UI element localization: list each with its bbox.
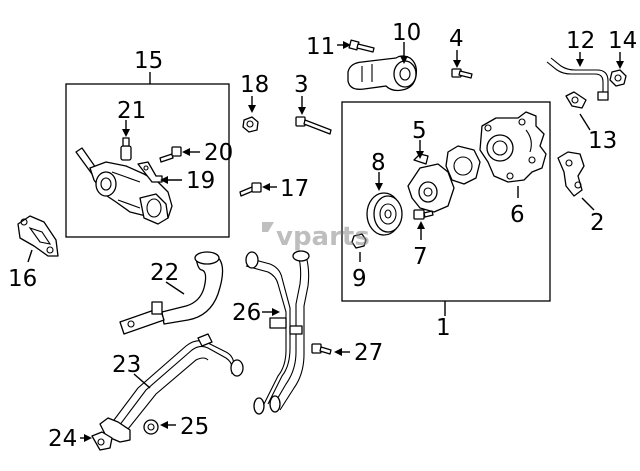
callout-16: 16 [8,266,37,292]
bolt-20-part [159,146,182,163]
leader-23 [133,373,151,389]
pipe-12-part [546,57,609,101]
callout-19: 19 [186,168,215,194]
arrow-14 [616,61,624,69]
callout-4: 4 [449,26,464,52]
thermostat-group-box [65,83,230,238]
callout-13: 13 [588,128,617,154]
leader-13 [579,113,591,131]
arrow-10 [400,56,408,64]
pipe-26-part [245,250,310,415]
arrow-20 [182,148,190,156]
callout-14: 14 [608,28,637,54]
leader-16 [27,249,33,263]
callout-24: 24 [48,426,77,452]
arrow-4 [453,60,461,68]
nut-14-part [609,69,627,87]
arrow-26 [272,308,280,316]
callout-7: 7 [413,244,428,270]
arrow-18 [248,105,256,113]
callout-9: 9 [352,266,367,292]
gasket-13-part [565,91,587,109]
bolt-17-part [239,182,262,197]
bolt-9-part [351,233,367,249]
arrow-27 [334,348,342,356]
callout-5: 5 [412,118,427,144]
callout-26: 26 [232,300,261,326]
callout-1: 1 [436,315,451,341]
thermostat-housing-part [347,55,418,92]
callout-6: 6 [510,202,525,228]
bolt-27-part [311,343,332,355]
arrow-5 [416,151,424,159]
bracket-19-part [137,161,163,183]
callout-25: 25 [180,414,209,440]
callout-15: 15 [134,48,163,74]
callout-8: 8 [371,150,386,176]
callout-23: 23 [112,352,141,378]
arrow-21 [122,129,130,137]
pulley-part [366,192,403,236]
bolt-3-part [295,116,332,135]
watermark-logo: vparts [262,222,370,252]
arrow-24 [84,434,92,442]
pump-gasket-part [445,145,481,185]
arrow-25 [160,421,168,429]
callout-labels: 1 2 3 4 5 6 7 8 9 10 11 12 13 14 15 16 1… [8,20,637,452]
pump-housing-part [479,111,547,183]
hose-22-part [119,251,224,335]
arrow-17 [262,183,270,191]
callout-2: 2 [590,210,605,236]
leader-22 [165,281,185,295]
callout-3: 3 [294,72,309,98]
sensor-21-part [120,137,132,161]
leader-2 [581,197,595,211]
gasket-2-part [557,151,585,197]
nut-18-part [242,116,259,133]
callout-10: 10 [392,20,421,46]
callout-17: 17 [280,176,309,202]
callout-20: 20 [204,140,233,166]
pipe-23-part [99,333,244,443]
gasket-24-part [91,431,113,451]
arrow-8 [375,183,383,191]
water-pump-group-box [341,101,551,302]
bolt-7-part [413,209,434,220]
watermark-text: vparts [276,222,370,252]
thermostat-assembly-part [75,147,173,225]
callout-12: 12 [566,28,595,54]
arrow-12 [576,59,584,67]
arrow-11 [343,41,351,49]
seal-25-part [143,419,159,435]
bolt-11-part [348,39,375,53]
pump-body-part [407,153,455,213]
callout-22: 22 [150,260,179,286]
gasket-16-part [17,215,59,257]
arrow-7 [417,221,425,229]
bolt-4-part [451,68,473,79]
callout-21: 21 [117,98,146,124]
arrow-3 [298,107,306,115]
arrow-19 [160,176,168,184]
callout-11: 11 [306,34,335,60]
callout-18: 18 [240,72,269,98]
callout-27: 27 [354,340,383,366]
